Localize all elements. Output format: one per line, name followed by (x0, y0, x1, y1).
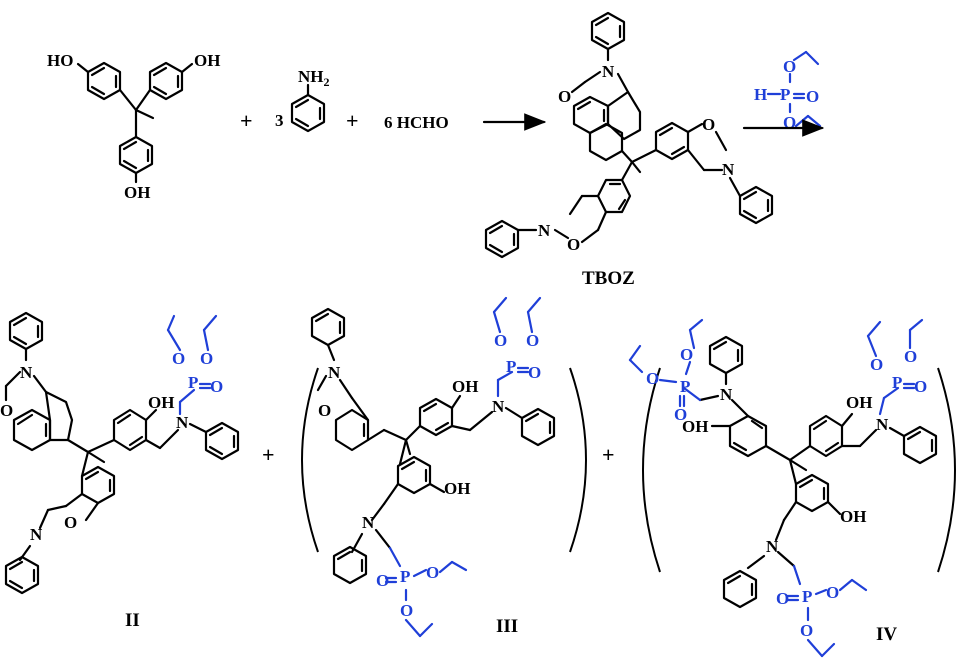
hydroxyl-label: OH (148, 393, 174, 412)
nitrogen-label: N (722, 160, 735, 179)
oxygen-label: O (376, 571, 389, 590)
bracket-left (301, 367, 319, 553)
product-label-ii: II (125, 610, 140, 631)
oxygen-label: O (526, 331, 539, 350)
formaldehyde-label: 6 HCHO (384, 113, 449, 132)
nitrogen-label: N (20, 363, 33, 382)
oxygen-label: O (567, 235, 580, 254)
oxygen-label: O (64, 513, 77, 532)
hydroxyl-label: OH (840, 507, 866, 526)
product-label-iii: III (496, 616, 518, 637)
hydrogen-label: H (754, 85, 767, 104)
plus-sign: + (240, 108, 253, 133)
phosphorus-label: P (802, 587, 812, 606)
oxygen-label: O (558, 87, 571, 106)
product-iii: N O OH N P O O O (301, 296, 587, 638)
nitrogen-label: N (30, 525, 43, 544)
oxygen-label: O (776, 589, 789, 608)
oxygen-label: O (400, 601, 413, 620)
phosphorus-label: P (680, 377, 690, 396)
oxygen-label: O (0, 401, 13, 420)
nitrogen-label: N (362, 513, 375, 532)
phosphorus-label: P (188, 373, 198, 392)
nitrogen-label: N (538, 221, 551, 240)
hydroxyl-label: HO (47, 51, 73, 70)
benzene-ring (86, 61, 122, 101)
oxygen-label: O (800, 621, 813, 640)
nitrogen-label: N (720, 385, 733, 404)
hydroxyl-label: OH (846, 393, 872, 412)
bracket-left (642, 367, 661, 573)
plus-sign: + (602, 442, 615, 467)
nitrogen-label: N (766, 537, 779, 556)
oxygen-label: O (494, 331, 507, 350)
product-tboz: N O O N (484, 11, 774, 289)
hydroxyl-label: OH (452, 377, 478, 396)
reactant-triphenol: HO OH OH (47, 51, 220, 202)
oxygen-label: O (200, 349, 213, 368)
oxygen-label: O (783, 57, 796, 76)
oxygen-label: O (904, 347, 917, 366)
oxygen-label: O (210, 377, 223, 396)
bracket-right (937, 367, 956, 573)
phosphorus-label: P (780, 85, 790, 104)
amine-label: NH2 (298, 67, 330, 89)
oxygen-label: O (172, 349, 185, 368)
oxygen-label: O (528, 363, 541, 382)
oxygen-label: O (702, 115, 715, 134)
oxygen-label: O (783, 113, 796, 132)
hydroxyl-label: OH (124, 183, 150, 202)
hydroxyl-label: OH (444, 479, 470, 498)
aniline-coefficient: 3 (275, 111, 284, 130)
hydroxyl-label: OH (194, 51, 220, 70)
nitrogen-label: N (328, 363, 341, 382)
phosphorus-label: P (400, 567, 410, 586)
phosphorus-label: P (506, 357, 516, 376)
nitrogen-label: N (492, 397, 505, 416)
oxygen-label: O (646, 369, 659, 388)
oxygen-label: O (870, 355, 883, 374)
reactant-aniline: 3 NH2 (275, 67, 330, 133)
nitrogen-label: N (876, 415, 889, 434)
product-label-iv: IV (876, 624, 897, 645)
phosphorus-label: P (892, 373, 902, 392)
benzene-ring (148, 61, 184, 101)
plus-sign: + (262, 442, 275, 467)
bracket-right (569, 367, 587, 553)
oxygen-label: O (914, 377, 927, 396)
oxygen-label: O (674, 405, 687, 424)
hydroxyl-label: OH (682, 417, 708, 436)
benzoxazine-right: O N (654, 115, 774, 225)
nitrogen-label: N (176, 413, 189, 432)
oxygen-label: O (806, 87, 819, 106)
product-ii: N O OH N P O O O (0, 311, 240, 631)
reagent-diethyl-phosphite: H P O O O (754, 50, 822, 132)
benzoxazine-bottom: O N (484, 178, 632, 259)
benzene-ring (118, 135, 154, 175)
nitrogen-label: N (602, 62, 615, 81)
phenyl-ring (590, 11, 626, 51)
oxygen-label: O (318, 401, 331, 420)
oxygen-label: O (826, 583, 839, 602)
oxygen-label: O (426, 563, 439, 582)
product-iv: N P O O O OH OH N (628, 318, 956, 658)
tboz-label: TBOZ (582, 268, 635, 289)
plus-sign: + (346, 108, 359, 133)
oxygen-label: O (680, 345, 693, 364)
